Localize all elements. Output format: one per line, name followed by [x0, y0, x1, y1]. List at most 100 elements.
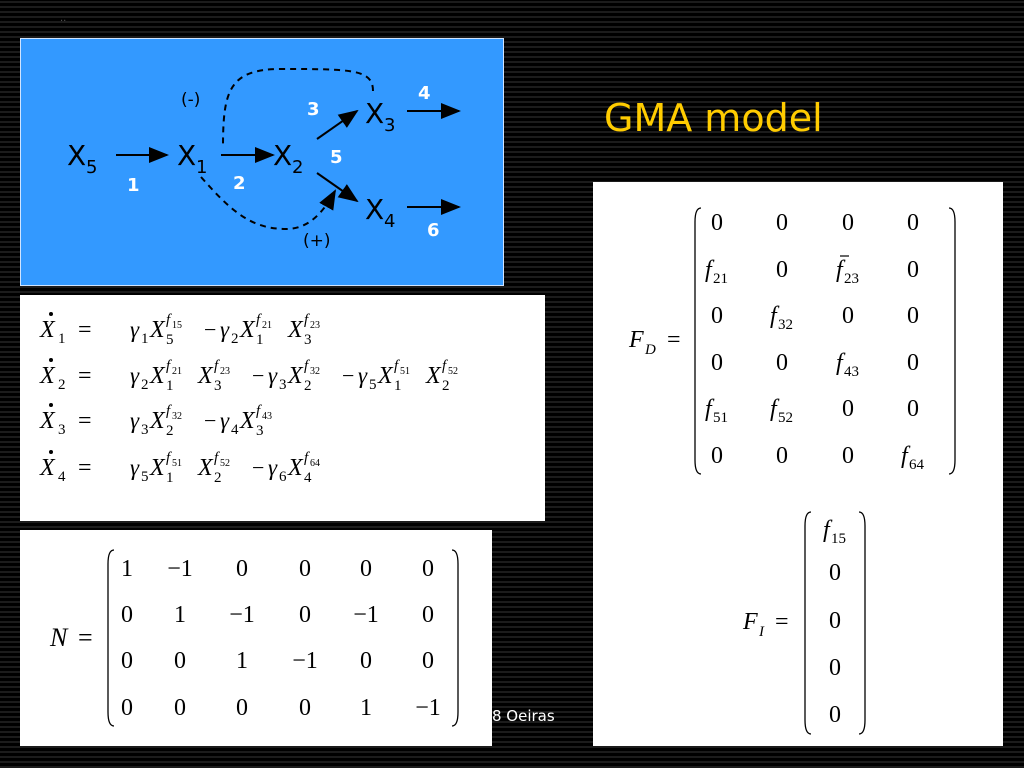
- kinetic-order: f: [256, 312, 262, 328]
- time-derivative-dot: [49, 312, 53, 316]
- minus-sign: −: [204, 408, 216, 433]
- node-base: X: [365, 193, 384, 226]
- rate-constant-index: 2: [231, 331, 239, 347]
- equals-sign: =: [78, 363, 92, 389]
- node-base: X: [273, 139, 292, 172]
- matrix-entry: 0: [829, 655, 841, 681]
- matrix-entry: 0: [422, 602, 434, 628]
- matrix-entry: −1: [415, 695, 441, 721]
- matrix-entry: 0: [422, 556, 434, 582]
- kinetic-order-entry: f: [823, 517, 833, 543]
- kinetic-order-entry: f: [705, 396, 715, 422]
- negative-regulation-arc: [222, 67, 374, 148]
- matrix-entry: 0: [299, 695, 311, 721]
- rate-constant-index: 5: [141, 469, 149, 485]
- rate-constant: γ: [130, 455, 140, 480]
- matrix-entry: 0: [907, 210, 919, 236]
- variable: X: [287, 455, 304, 481]
- time-derivative-dot: [49, 450, 53, 454]
- rate-constant-index: 6: [279, 469, 287, 485]
- variable: X: [197, 455, 214, 481]
- kinetic-order: f: [304, 358, 310, 374]
- matrix-entry: 1: [236, 648, 248, 674]
- minus-sign: −: [204, 317, 216, 342]
- variable-index: 1: [166, 470, 174, 486]
- lhs-variable: X: [39, 363, 56, 389]
- equals-sign: =: [775, 609, 789, 635]
- reaction-label-1: 1: [127, 175, 140, 196]
- node-subscript: 1: [196, 157, 207, 178]
- equals-sign: =: [78, 317, 92, 343]
- matrix-entry: 0: [174, 695, 186, 721]
- matrix-entry: 0: [711, 303, 723, 329]
- matrix-entry: 0: [842, 210, 854, 236]
- kinetic-order: f: [442, 358, 448, 374]
- rate-constant: γ: [268, 455, 278, 480]
- minus-sign: −: [342, 363, 354, 388]
- matrix-entry: 0: [121, 602, 133, 628]
- matrix-entry: 1: [174, 602, 186, 628]
- matrix-fd-name: F: [628, 327, 644, 353]
- rate-constant-index: 2: [141, 377, 149, 393]
- positive-regulation-arc: [200, 176, 336, 231]
- kinetic-order-index: 23: [310, 320, 320, 331]
- kinetic-order-index: 43: [262, 411, 272, 422]
- matrix-entry: 0: [829, 560, 841, 586]
- rate-constant: γ: [358, 363, 368, 388]
- reaction-label-3: 3: [307, 99, 320, 120]
- node-base: X: [365, 97, 384, 130]
- variable: X: [425, 363, 442, 389]
- kinetic-order-index: 52: [448, 366, 458, 377]
- matrix-entry: 0: [236, 695, 248, 721]
- kinetic-order-index: 32: [172, 411, 182, 422]
- kinetic-order-index: 64: [909, 457, 925, 473]
- matrix-entry: 0: [776, 257, 788, 283]
- kinetic-order: f: [214, 358, 220, 374]
- kinetic-order: f: [166, 312, 172, 328]
- arrow-x2-x4: [316, 172, 359, 203]
- kinetic-order-index: 52: [220, 458, 230, 469]
- variable-index: 5: [166, 332, 174, 348]
- matrix-entry: 0: [711, 350, 723, 376]
- matrix-entry: 0: [842, 396, 854, 422]
- arrow-x2-x3: [316, 109, 359, 140]
- variable-index: 1: [256, 332, 264, 348]
- rate-constant: γ: [130, 317, 140, 342]
- rate-constant-index: 4: [231, 422, 239, 438]
- kinetic-order-index: 15: [831, 531, 846, 547]
- matrix-entry: 0: [907, 303, 919, 329]
- matrix-right-bracket: [858, 511, 866, 735]
- lhs-subscript: 2: [58, 377, 66, 393]
- matrix-left-bracket: [804, 511, 812, 735]
- node-base: X: [177, 139, 196, 172]
- kinetic-order-index: 15: [172, 320, 182, 331]
- matrix-entry: 0: [829, 702, 841, 728]
- variable: X: [149, 408, 166, 434]
- matrix-entry: −1: [292, 648, 318, 674]
- kinetic-order-index: 23: [220, 366, 230, 377]
- variable-index: 1: [166, 378, 174, 394]
- kinetic-order-index: 32: [778, 317, 793, 333]
- matrix-entry: 0: [422, 648, 434, 674]
- matrix-entry: 0: [121, 648, 133, 674]
- rate-constant-index: 5: [369, 377, 377, 393]
- reaction-label-4: 4: [418, 83, 431, 104]
- matrix-entry: 0: [360, 648, 372, 674]
- lhs-variable: X: [39, 455, 56, 481]
